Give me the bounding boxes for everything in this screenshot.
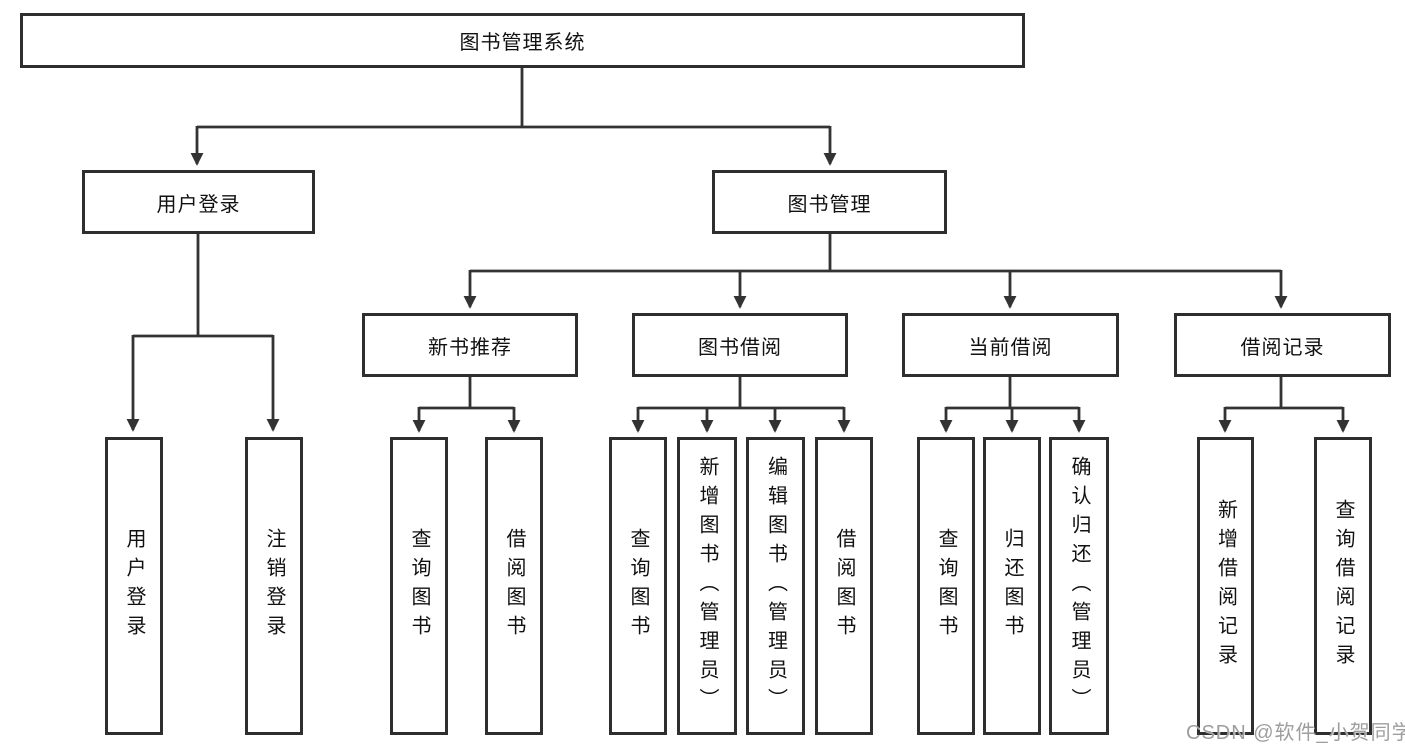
leaf-cb-return-books: 归还图书 <box>983 437 1041 735</box>
leaf-cb-query-books-label: 查询图书 <box>935 528 957 644</box>
leaf-bb-query-books: 查询图书 <box>609 437 667 735</box>
node-new-book-recommend-label: 新书推荐 <box>428 336 512 359</box>
node-current-borrow-label: 当前借阅 <box>968 336 1053 359</box>
leaf-nbr-query-books-label: 查询图书 <box>408 528 430 644</box>
node-user-login-label: 用户登录 <box>156 193 241 216</box>
watermark-text: CSDN @软件_小贺同学 <box>1186 722 1405 744</box>
leaf-cb-return-books-label: 归还图书 <box>1001 528 1023 644</box>
node-book-management: 图书管理 <box>712 170 947 234</box>
leaf-cb-confirm-return-admin: 确认归还（管理员） <box>1049 437 1109 735</box>
leaf-bb-borrow-books-label: 借阅图书 <box>833 528 855 644</box>
leaf-br-query-record: 查询借阅记录 <box>1314 437 1372 735</box>
leaf-bb-edit-books-admin-label: 编辑图书（管理员） <box>764 455 787 717</box>
leaf-br-add-record-label: 新增借阅记录 <box>1214 499 1237 673</box>
leaf-bb-add-books-admin: 新增图书（管理员） <box>677 437 737 735</box>
leaf-br-query-record-label: 查询借阅记录 <box>1332 499 1354 673</box>
leaf-logout-login: 注销登录 <box>245 437 303 735</box>
leaf-nbr-query-books: 查询图书 <box>390 437 448 735</box>
node-root: 图书管理系统 <box>20 13 1025 68</box>
node-user-login: 用户登录 <box>82 170 315 234</box>
leaf-user-login: 用户登录 <box>105 437 163 735</box>
node-root-label: 图书管理系统 <box>459 32 586 54</box>
node-book-borrow: 图书借阅 <box>632 313 848 377</box>
node-borrow-records-label: 借阅记录 <box>1240 336 1325 359</box>
leaf-nbr-borrow-books-label: 借阅图书 <box>503 528 525 644</box>
leaf-cb-query-books: 查询图书 <box>917 437 975 735</box>
leaf-logout-login-label: 注销登录 <box>263 528 285 644</box>
leaf-nbr-borrow-books: 借阅图书 <box>485 437 543 735</box>
leaf-bb-borrow-books: 借阅图书 <box>815 437 873 735</box>
node-book-borrow-label: 图书借阅 <box>698 336 782 359</box>
node-current-borrow: 当前借阅 <box>902 313 1119 377</box>
node-book-management-label: 图书管理 <box>787 193 872 216</box>
leaf-bb-query-books-label: 查询图书 <box>627 528 649 644</box>
node-borrow-records: 借阅记录 <box>1174 313 1391 377</box>
leaf-cb-confirm-return-admin-label: 确认归还（管理员） <box>1068 455 1090 717</box>
leaf-br-add-record: 新增借阅记录 <box>1197 437 1254 735</box>
leaf-bb-add-books-admin-label: 新增图书（管理员） <box>696 455 718 717</box>
leaf-user-login-label: 用户登录 <box>123 528 145 644</box>
leaf-bb-edit-books-admin: 编辑图书（管理员） <box>746 437 805 735</box>
node-new-book-recommend: 新书推荐 <box>362 313 578 377</box>
